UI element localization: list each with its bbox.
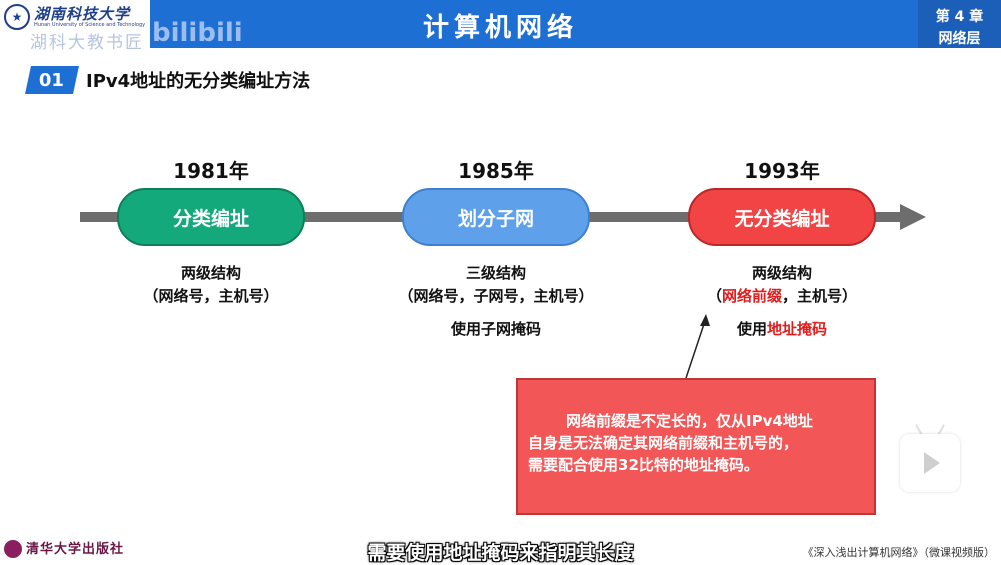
desc-text: ，主机号）: [782, 287, 858, 305]
timeline-desc-classful: 两级结构 （网络号，主机号）: [81, 262, 341, 308]
timeline-desc-classless: 两级结构 （网络前缀，主机号） 使用地址掩码: [652, 262, 912, 341]
note-line: 需要配合使用32比特的地址掩码。: [528, 456, 759, 474]
course-title: 计算机网络: [422, 13, 578, 43]
callout-pointer-arrowhead: [700, 314, 710, 326]
university-name: 湖南科技大学: [34, 5, 131, 23]
chapter-name: 网络层: [938, 31, 981, 47]
play-icon: [924, 452, 940, 474]
watermark-author: 湖科大教书匠: [30, 33, 144, 53]
highlight-address-mask: 地址掩码: [767, 320, 828, 338]
timeline-year-1981: 1981年: [173, 159, 249, 183]
note-line: 自身是无法确定其网络前缀和主机号的，: [528, 434, 799, 452]
highlight-network-prefix: 网络前缀: [721, 287, 782, 305]
timeline-desc-subnetting: 三级结构 （网络号，子网号，主机号） 使用子网掩码: [366, 262, 626, 341]
desc-line: 使用地址掩码: [652, 318, 912, 341]
timeline-node-subnetting: 划分子网: [402, 188, 590, 246]
chapter-number: 第 4 章: [935, 9, 984, 25]
note-line: 网络前缀是不定长的，仅从IPv4地址: [566, 412, 813, 430]
header-bar: ★ 湖南科技大学 Hunan University of Science and…: [0, 0, 1001, 53]
desc-line: 两级结构: [751, 264, 812, 282]
note-callout: 网络前缀是不定长的，仅从IPv4地址 自身是无法确定其网络前缀和主机号的， 需要…: [516, 378, 876, 515]
desc-line: 使用子网掩码: [450, 320, 541, 338]
university-english-name: Hunan University of Science and Technolo…: [34, 22, 146, 28]
desc-line: 两级结构: [180, 264, 241, 282]
timeline-year-1985: 1985年: [458, 159, 534, 183]
chapter-badge: 第 4 章 网络层: [918, 0, 1001, 48]
book-title: 《深入浅出计算机网络》（微课视频版）: [802, 546, 996, 559]
desc-line: （网络前缀，主机号）: [652, 285, 912, 308]
timeline-node-classful: 分类编址: [117, 188, 305, 246]
play-button[interactable]: [900, 434, 960, 492]
desc-line: （网络号，主机号）: [143, 287, 279, 305]
timeline-node-classless: 无分类编址: [688, 188, 876, 246]
desc-line: 三级结构: [465, 264, 526, 282]
watermark-bilibili: bilibili: [152, 18, 243, 48]
timeline-year-1993: 1993年: [744, 159, 820, 183]
timeline-arrow-icon: [900, 204, 926, 230]
section-title: IPv4地址的无分类编址方法: [86, 71, 311, 92]
desc-line: （网络号，子网号，主机号）: [398, 287, 594, 305]
video-subtitle: 需要使用地址掩码来指明其长度: [367, 542, 634, 564]
university-emblem-icon: ★: [4, 4, 30, 30]
desc-text: （: [706, 287, 722, 305]
desc-text: 使用: [736, 320, 767, 338]
publisher-logo-icon: [4, 540, 22, 558]
callout-pointer-line: [685, 317, 707, 379]
university-logo-box: ★ 湖南科技大学 Hunan University of Science and…: [0, 0, 150, 48]
publisher-name: 清华大学出版社: [26, 542, 125, 557]
